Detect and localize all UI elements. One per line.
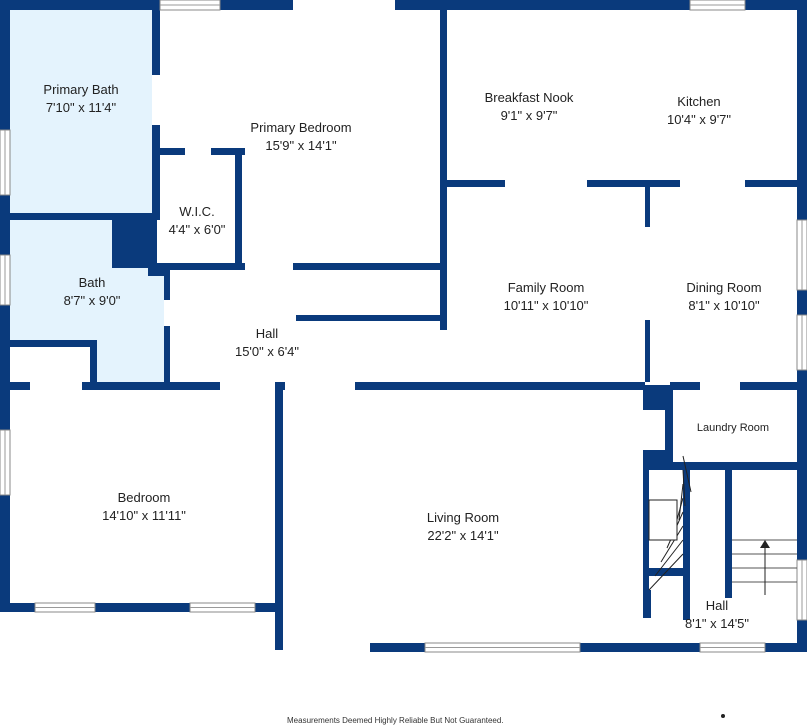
stair-arrow-head-icon <box>760 540 770 548</box>
room-walk-in-closet: W.I.C.4'4" x 6'0" <box>168 204 226 237</box>
wall <box>670 382 700 390</box>
wall <box>10 213 160 220</box>
wall <box>90 340 97 385</box>
wall <box>355 382 645 390</box>
wall <box>275 385 283 650</box>
wall <box>670 462 807 470</box>
wall <box>157 263 245 270</box>
wall <box>645 320 650 382</box>
wall <box>645 187 650 227</box>
wall <box>683 470 690 620</box>
bath-floor <box>97 268 164 385</box>
wall <box>665 385 673 470</box>
footer-disclaimer: Measurements Deemed Highly Reliable But … <box>287 716 504 725</box>
wall <box>211 148 245 155</box>
fireplace-hatch-line <box>678 483 684 521</box>
wall <box>296 315 445 321</box>
fireplace-hatch-line <box>682 455 692 493</box>
wall <box>220 0 293 10</box>
wall <box>293 263 445 270</box>
wall <box>0 0 160 10</box>
wall <box>0 305 10 430</box>
wall <box>740 382 807 390</box>
wall <box>395 0 600 10</box>
fireplace-hatch-line <box>682 469 686 507</box>
wall <box>255 603 283 612</box>
wall <box>765 643 807 652</box>
wall <box>600 0 690 10</box>
wall <box>152 125 160 218</box>
fireplace-hatch-line <box>660 525 684 563</box>
wall <box>0 603 35 612</box>
wall <box>643 590 651 618</box>
wall <box>0 382 30 390</box>
wall <box>0 195 10 255</box>
wall <box>643 450 670 470</box>
wall <box>157 148 185 155</box>
wall <box>112 215 157 268</box>
wall <box>745 180 807 187</box>
wall <box>797 290 807 315</box>
wall <box>797 0 807 220</box>
wall <box>10 340 92 347</box>
wall <box>0 0 10 130</box>
dot-marker <box>721 714 725 718</box>
primary-bath-floor <box>10 10 152 213</box>
wall <box>148 268 168 276</box>
wall <box>370 643 425 652</box>
fireplace-hatch-line <box>648 553 684 591</box>
wall <box>725 470 732 598</box>
wall <box>95 603 190 612</box>
wall <box>745 0 807 10</box>
wall <box>587 180 680 187</box>
fireplace-hearth <box>648 499 678 541</box>
wall <box>235 148 242 268</box>
wall <box>447 180 505 187</box>
wall <box>797 620 807 652</box>
wall <box>152 10 160 75</box>
wall <box>164 326 170 385</box>
fireplace-hatch-line <box>654 539 684 577</box>
wall <box>440 10 447 330</box>
wall <box>164 268 170 300</box>
wall <box>643 470 649 590</box>
bath-floor <box>10 220 112 340</box>
wall <box>0 495 10 612</box>
room-laundry-room: Laundry Room <box>696 422 770 434</box>
wall <box>580 643 700 652</box>
wall <box>82 382 220 390</box>
